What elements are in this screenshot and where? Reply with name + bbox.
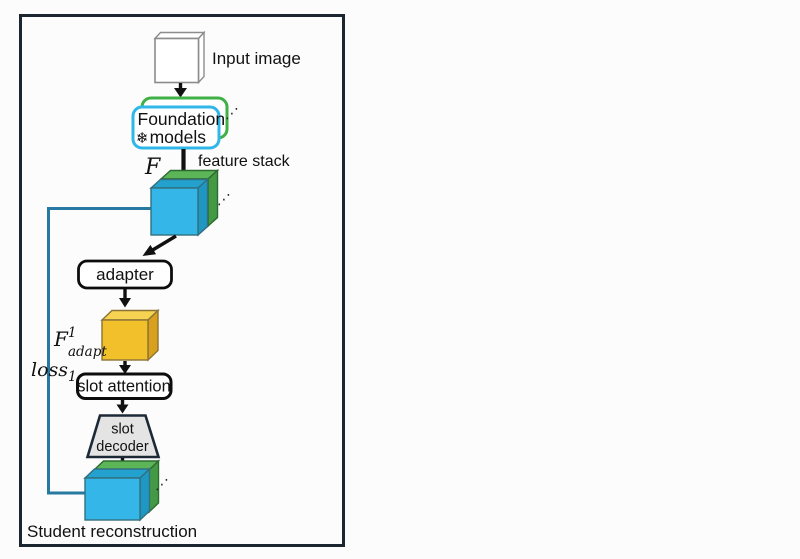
input-image-label: Input image: [212, 49, 301, 68]
input-image-top-face: [153, 31, 206, 40]
slot-decoder-label-line2: decoder: [96, 439, 149, 455]
arrow-head-icon: [174, 88, 187, 98]
student-reconstruction-cube: ⋰: [83, 459, 169, 522]
slot-attention-label: slot attention: [77, 378, 171, 396]
student-cube-ellipsis: ⋰: [155, 477, 169, 493]
fadapt-label: F1 adapt: [53, 325, 107, 360]
foundation-ellipsis: ⋰: [225, 106, 239, 122]
slot-attention-block: slot attention: [76, 372, 173, 400]
arrow-fadapt-to-slotattention: [119, 361, 131, 374]
student-cyan-top-face: [83, 468, 152, 479]
slot-attention-box: [76, 372, 173, 400]
arrow-features-to-adapter: [142, 234, 177, 256]
input-image-front-face: [154, 37, 200, 84]
slot-decoder-block: slot decoder: [85, 414, 161, 459]
diagram-frame: [19, 14, 345, 547]
fadapt-subscript: adapt: [68, 344, 107, 360]
feature-cyan-front-face: [150, 187, 199, 236]
foundation-models-word: models: [150, 127, 207, 147]
loss-label: loss1: [31, 359, 77, 385]
foundation-front-box: [131, 105, 221, 150]
fadapt-front-face: [101, 319, 149, 361]
feature-symbol-label: F: [144, 155, 161, 180]
student-cyan-side-face: [139, 467, 151, 522]
student-cyan-front-face: [84, 477, 141, 521]
arrow-slotattention-to-decoder: [116, 399, 129, 414]
loss-feedback-line: [47, 207, 151, 495]
arrow-head-icon: [116, 404, 129, 414]
student-reconstruction-label: Student reconstruction: [27, 522, 197, 541]
arrow-head-icon: [119, 365, 131, 374]
feature-stack-ellipsis: ⋰: [217, 192, 231, 208]
arrow-adapter-to-fadapt: [119, 289, 131, 308]
arrow-head-icon: [142, 244, 157, 256]
input-image-side-face: [197, 30, 205, 85]
frozen-snowflake-icon: ❄: [136, 130, 149, 147]
arrow-shaft: [150, 234, 177, 253]
adapter-block: adapter: [77, 259, 173, 290]
feature-stack-label: feature stack: [198, 153, 291, 170]
foundation-models-block: Foundation ❄models ⋰: [131, 96, 239, 150]
input-image-icon: [153, 30, 206, 85]
adapter-box: [77, 259, 173, 290]
fadapt-side-face: [147, 308, 159, 362]
slot-decoder-trapezoid: [85, 414, 161, 459]
feature-stack-cube: ⋰: [149, 168, 231, 237]
slot-decoder-label-line1: slot: [111, 422, 134, 438]
adapted-features-cube: [100, 308, 160, 362]
arrow-input-to-foundation: [174, 83, 187, 98]
foundation-label-line1: Foundation: [138, 109, 226, 129]
arrow-head-icon: [119, 298, 131, 308]
feature-cyan-side-face: [197, 177, 209, 237]
fadapt-base: F: [53, 327, 69, 351]
foundation-label-line2: ❄models: [136, 127, 206, 147]
loss-subscript: 1: [68, 369, 77, 385]
fadapt-superscript: 1: [68, 325, 77, 341]
loss-base: loss: [31, 359, 68, 381]
adapter-label: adapter: [96, 265, 154, 284]
